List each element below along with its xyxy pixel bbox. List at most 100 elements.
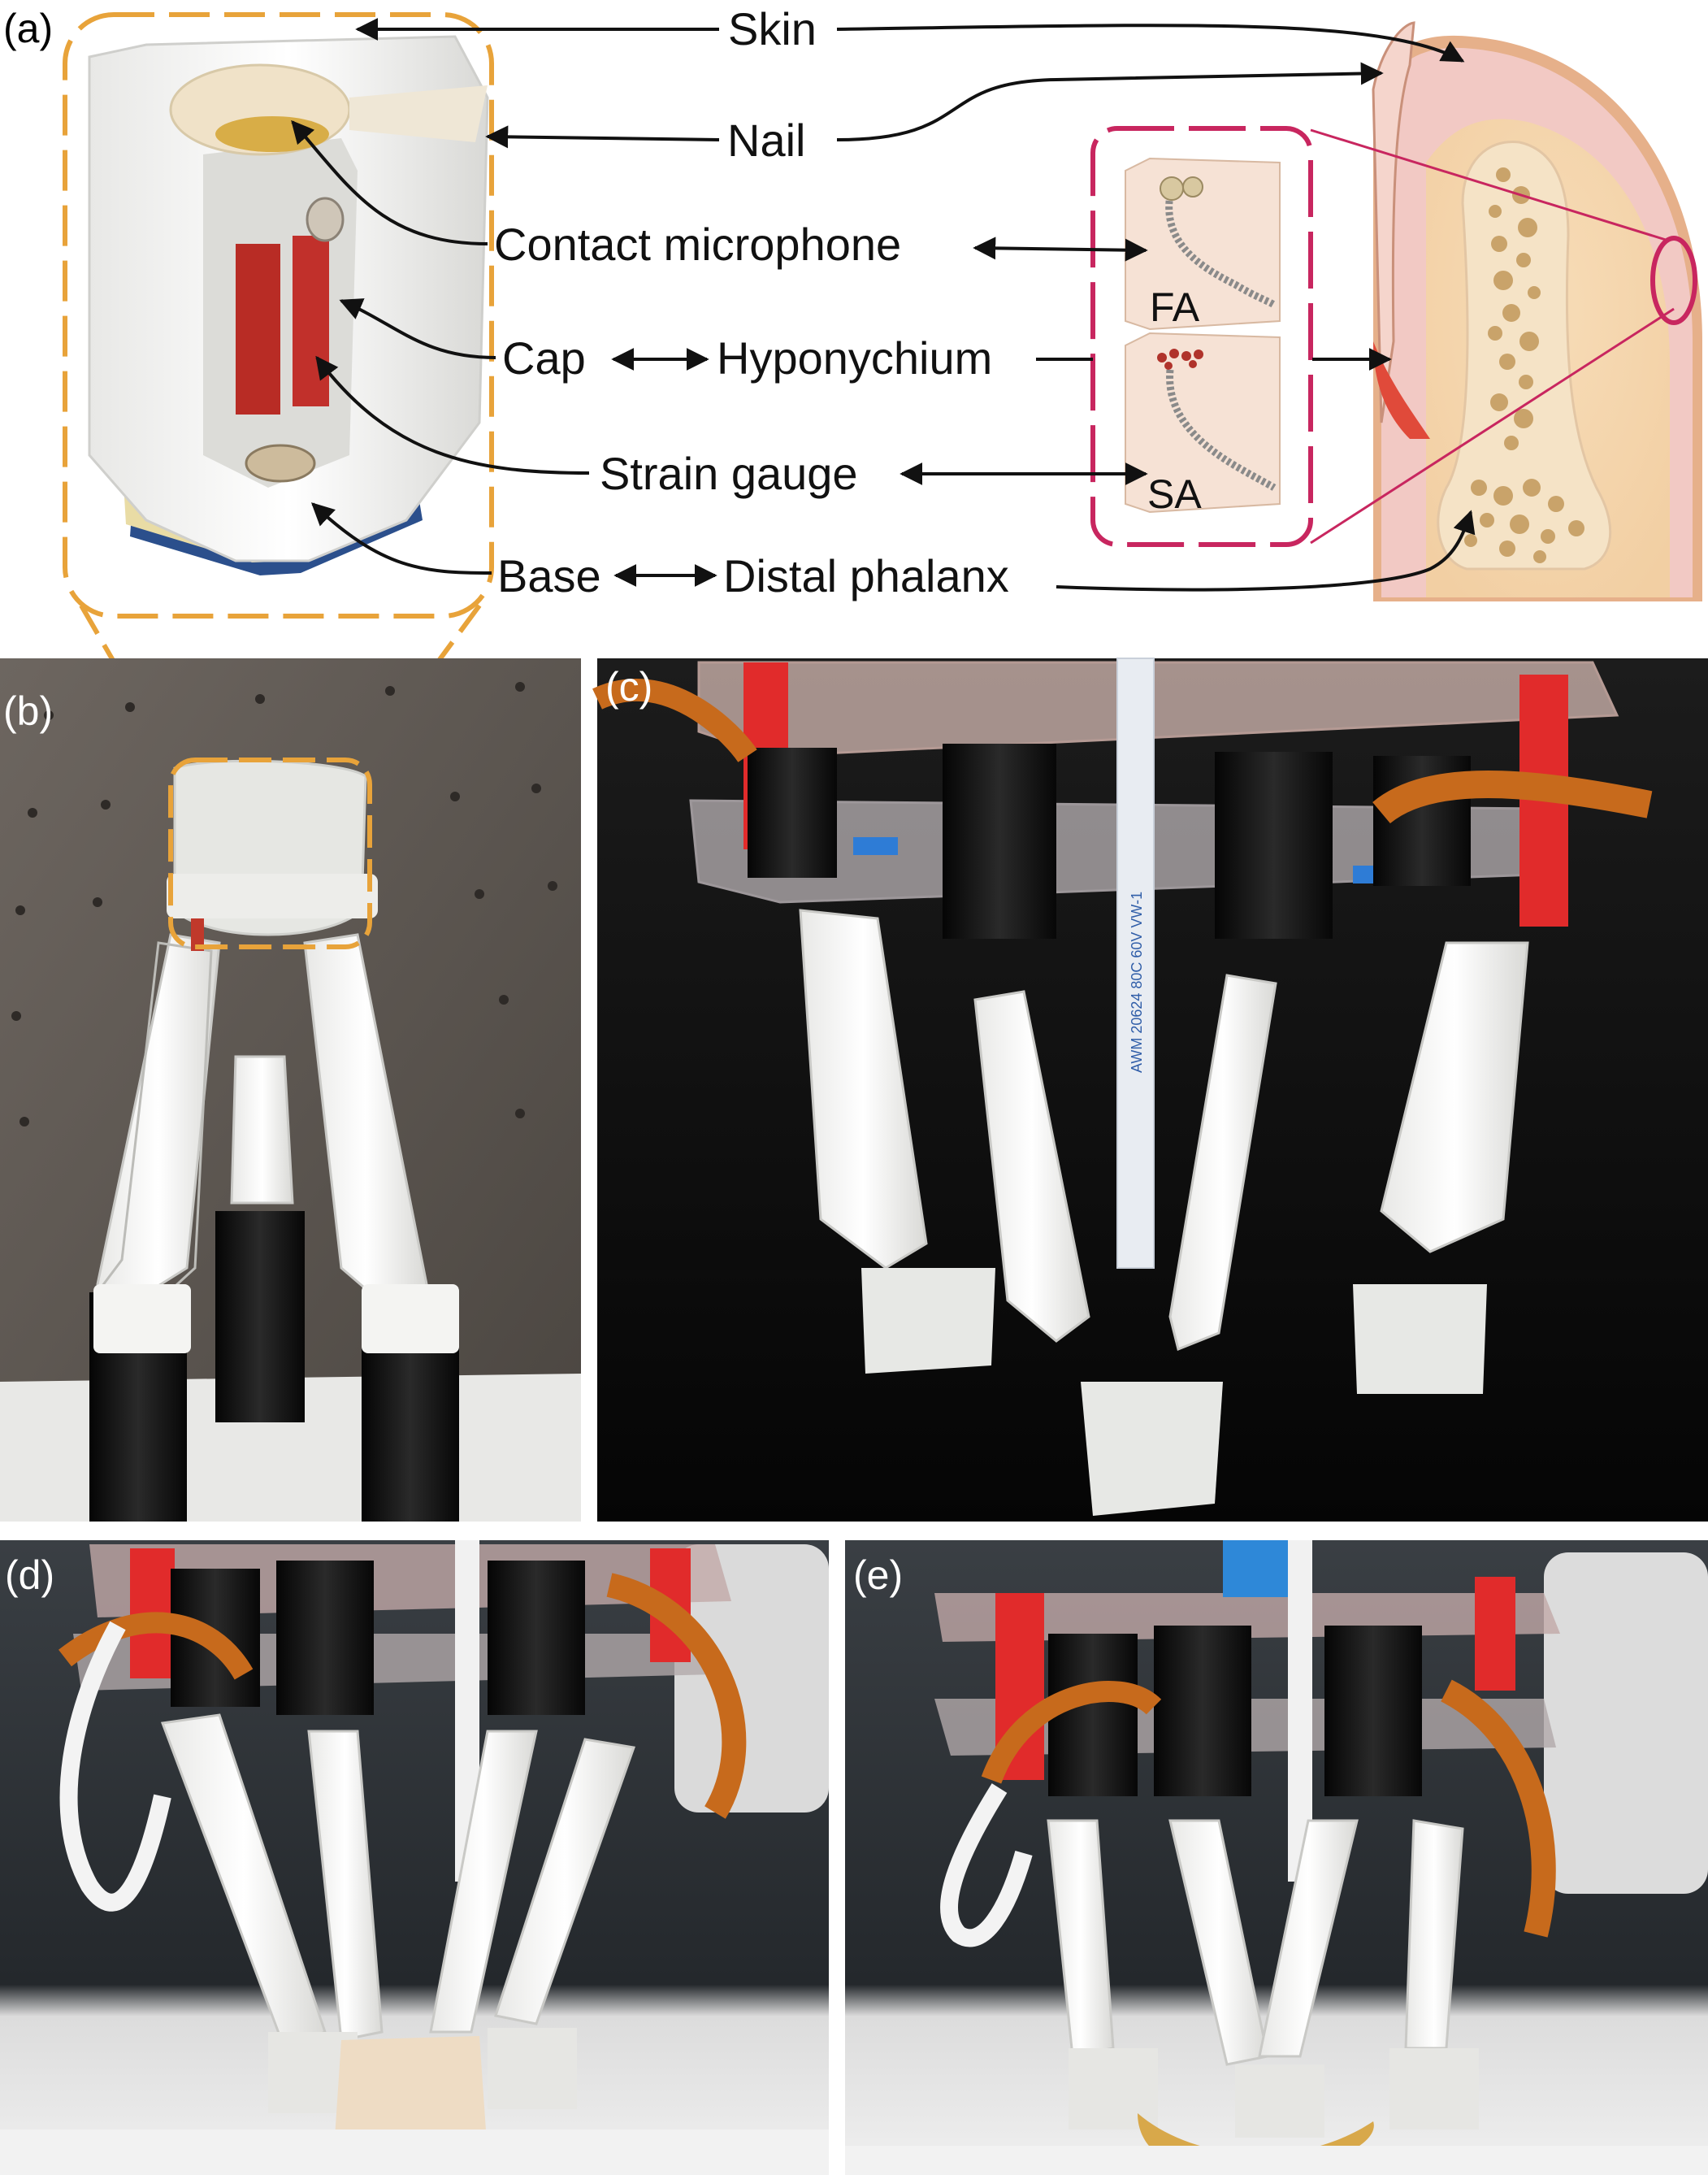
panel-d-white-cable-left <box>59 1621 171 1912</box>
anatomy-fingertip <box>1372 21 1702 601</box>
panel-e-white-cable-left <box>940 1783 1033 1947</box>
panel-d-leg-4 <box>494 1738 636 2025</box>
panel-e-red-bracket-right <box>1475 1577 1515 1691</box>
label-hyponychium: Hyponychium <box>717 332 992 384</box>
label-distal-phalanx: Distal phalanx <box>723 550 1009 601</box>
panel-c: AWM 20624 80C 60V VW-1 (c) <box>592 658 1708 1522</box>
panel-e: (e) <box>845 1540 1708 2175</box>
microphone-bolt <box>306 197 345 242</box>
panel-d-ribbon-left <box>59 1612 254 1680</box>
sa-label: SA <box>1147 471 1202 517</box>
panel-d-table <box>0 2129 829 2175</box>
arrow-base-left <box>310 502 492 575</box>
fa-corpuscle <box>1160 176 1184 201</box>
arrow-nail-right <box>836 62 1384 141</box>
panel-e-motor-2 <box>1154 1626 1251 1796</box>
panel-b-link-center <box>230 1055 294 1205</box>
mechanoreceptor-inset: FA SA <box>1090 126 1697 547</box>
panel-e-ribbon-left <box>981 1681 1162 1784</box>
panel-c-leg-center-right <box>1168 974 1277 1352</box>
panel-d-fingertip-2 <box>488 2028 577 2109</box>
panel-d-instrument <box>674 1544 829 1812</box>
panel-b-mount-left <box>93 1284 191 1353</box>
panel-e-table <box>845 2146 1708 2175</box>
inset-target-ellipse <box>1650 236 1697 325</box>
label-base: Base <box>497 550 601 601</box>
panel-e-motor-3 <box>1324 1626 1422 1796</box>
mechanoreceptor-box <box>1090 126 1313 547</box>
label-nail: Nail <box>727 115 805 166</box>
panel-b-fingertip-mount <box>167 874 378 918</box>
panel-c-motor-2 <box>943 744 1056 939</box>
strain-gauge-red-right <box>293 236 329 406</box>
arrow-contact-mic-left <box>291 119 488 245</box>
label-strain-gauge: Strain gauge <box>600 448 858 499</box>
panel-e-fingertip-1 <box>1069 2048 1158 2129</box>
panel-c-motor-1 <box>748 748 837 878</box>
label-cap: Cap <box>502 332 586 384</box>
panel-label-a: (a) <box>3 6 53 51</box>
panel-label-b: (b) <box>3 688 53 734</box>
panel-c-leg-left <box>799 909 928 1270</box>
inset-callout-bottom <box>1310 307 1675 545</box>
anatomy-distal-phalanx <box>1437 140 1612 571</box>
arrow-contact-mic-right <box>973 237 1148 262</box>
panel-e-ribbon-right <box>1440 1679 1556 1938</box>
panel-e-fingertip-3 <box>1389 2048 1479 2129</box>
panel-d: (d) <box>0 1540 829 2175</box>
panel-c-ribbon-left <box>592 679 757 763</box>
panel-e-motor-1 <box>1048 1634 1138 1796</box>
strain-gauge-red-left <box>236 244 280 415</box>
panel-b-mount-right <box>362 1284 459 1353</box>
pegboard-dots <box>11 682 557 1127</box>
arrow-nail-left <box>485 125 720 149</box>
fa-corpuscle-2 <box>1182 176 1203 198</box>
panel-e-fingertip-2 <box>1235 2064 1324 2138</box>
panel-c-flex-cable <box>1116 658 1155 1269</box>
anatomy-nail <box>1372 21 1415 423</box>
panel-d-ribbon-right <box>606 1573 747 1819</box>
panel-label-d: (d) <box>5 1552 54 1598</box>
panel-d-leg-3 <box>429 1730 538 2034</box>
panel-c-fingertip-right <box>1353 1284 1487 1394</box>
panel-c-fingertip-left <box>861 1268 995 1374</box>
panel-c-cable-text: AWM 20624 80C 60V VW-1 <box>1129 892 1145 1073</box>
arrow-cap-left <box>339 298 496 359</box>
panel-c-motor-3 <box>1215 752 1333 939</box>
base-screw <box>245 444 316 483</box>
inset-callout-top <box>1310 128 1667 241</box>
panel-d-leg-2 <box>307 1730 384 2042</box>
sa-receptor <box>1157 349 1203 370</box>
panel-c-leg-center-left <box>973 990 1090 1343</box>
panel-a: (a) <box>3 3 1702 762</box>
annotation-arrows <box>291 18 1476 592</box>
fingertip-render <box>88 35 489 575</box>
sa-tile <box>1125 332 1281 514</box>
label-skin: Skin <box>728 3 817 54</box>
panel-label-c: (c) <box>605 664 652 710</box>
panel-c-fingertip-center <box>1081 1382 1223 1516</box>
arrow-strain-gauge-left <box>315 355 590 475</box>
zoom-box-b <box>168 758 372 949</box>
panel-c-leg-right <box>1380 941 1529 1253</box>
anatomy-hyponychium <box>1373 341 1430 439</box>
panel-b-motor-center <box>215 1211 305 1422</box>
fingertip-nail-tab <box>349 85 488 142</box>
panel-e-instrument <box>1544 1552 1708 1894</box>
panel-c-blue-tag-1 <box>853 837 898 855</box>
panel-e-leg-3 <box>1258 1819 1359 2058</box>
bone-marrow-spots <box>1464 167 1584 563</box>
panel-b-red-wire <box>191 918 204 951</box>
panel-c-ribbon-right <box>1372 771 1653 824</box>
panel-d-motor-3 <box>488 1561 585 1715</box>
arrow-distal-phalanx-right <box>1056 510 1476 592</box>
panel-label-e: (e) <box>853 1552 903 1598</box>
panel-b: (b) <box>0 658 581 1522</box>
panel-e-blue-tag <box>1223 1540 1288 1597</box>
fa-label: FA <box>1150 284 1200 330</box>
panel-d-motor-2 <box>276 1561 374 1715</box>
label-contact-microphone: Contact microphone <box>494 219 901 270</box>
sa-nerve <box>1166 369 1277 491</box>
arrow-skin-right <box>836 24 1465 63</box>
